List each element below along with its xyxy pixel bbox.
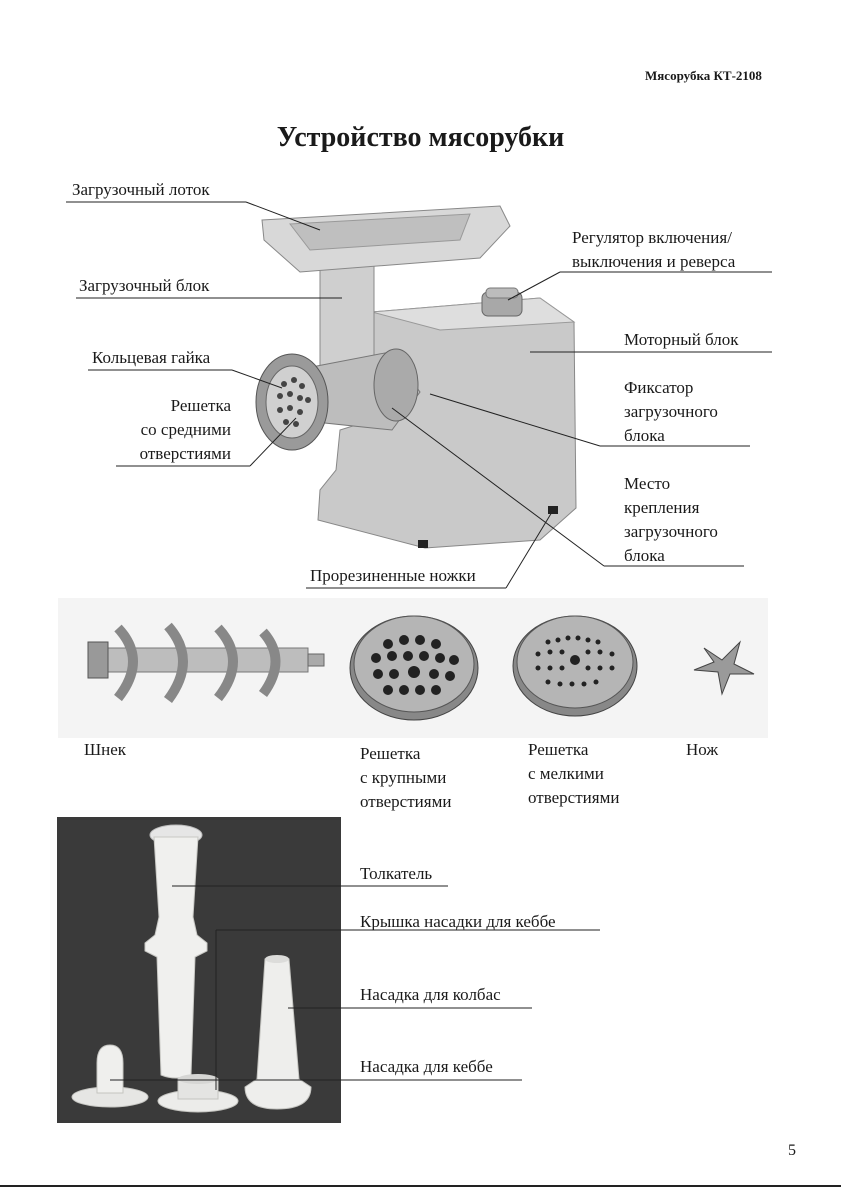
label-tray: Загрузочный лоток [72, 180, 210, 199]
label-knife: Нож [686, 740, 719, 759]
header-model: Мясорубка КТ-2108 [645, 68, 762, 83]
label-auger: Шнек [84, 740, 127, 759]
parts-photo-strip [58, 598, 768, 738]
label-sausage-nozzle: Насадка для колбас [360, 985, 501, 1004]
parts-illustration [87, 615, 755, 721]
label-switch: Регулятор включения/выключения и реверса [572, 228, 736, 271]
accessories-photo [57, 817, 341, 1123]
footer-rule [0, 1185, 841, 1187]
accessories-illustration [71, 824, 312, 1113]
label-ring-nut: Кольцевая гайка [92, 348, 211, 367]
page-title: Устройство мясорубки [276, 122, 565, 153]
label-feed-block: Загрузочный блок [79, 276, 210, 295]
label-kebbe-nozzle: Насадка для кеббе [360, 1057, 493, 1076]
page-number: 5 [788, 1142, 796, 1159]
label-kebbe-cap: Крышка насадки для кеббе [360, 912, 556, 931]
label-pusher: Толкатель [360, 864, 433, 883]
label-feet: Прорезиненные ножки [310, 566, 476, 585]
label-motor: Моторный блок [624, 330, 739, 349]
